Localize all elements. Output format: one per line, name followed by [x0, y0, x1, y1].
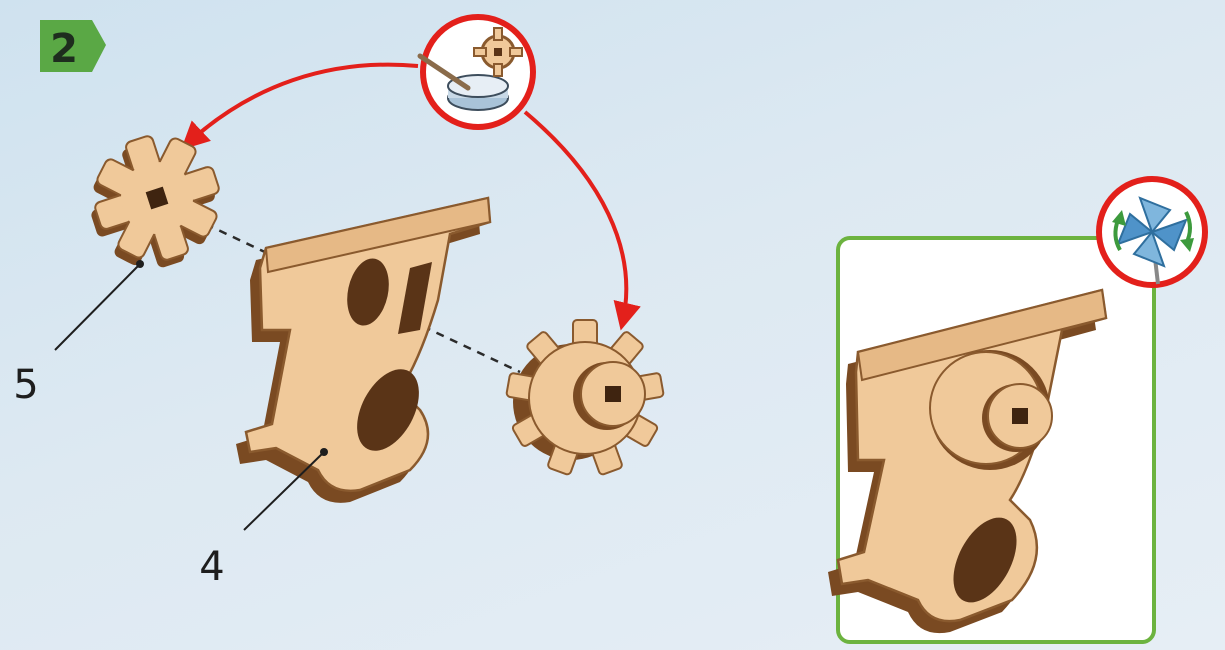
part-label-4: 4 [199, 544, 224, 590]
step-number: 2 [50, 26, 78, 72]
result-panel [828, 238, 1154, 642]
large-gear-part [506, 320, 664, 475]
arrow-to-large-gear [525, 112, 626, 325]
small-gear-part [73, 120, 237, 284]
part-label-5: 5 [13, 362, 38, 408]
leader-line-5 [55, 264, 140, 350]
glue-gear-icon [420, 17, 533, 127]
step-badge: 2 [40, 20, 106, 72]
pinwheel-rotate-icon [1099, 179, 1205, 285]
frame-part [236, 198, 490, 503]
arrow-to-small-gear [185, 65, 418, 146]
